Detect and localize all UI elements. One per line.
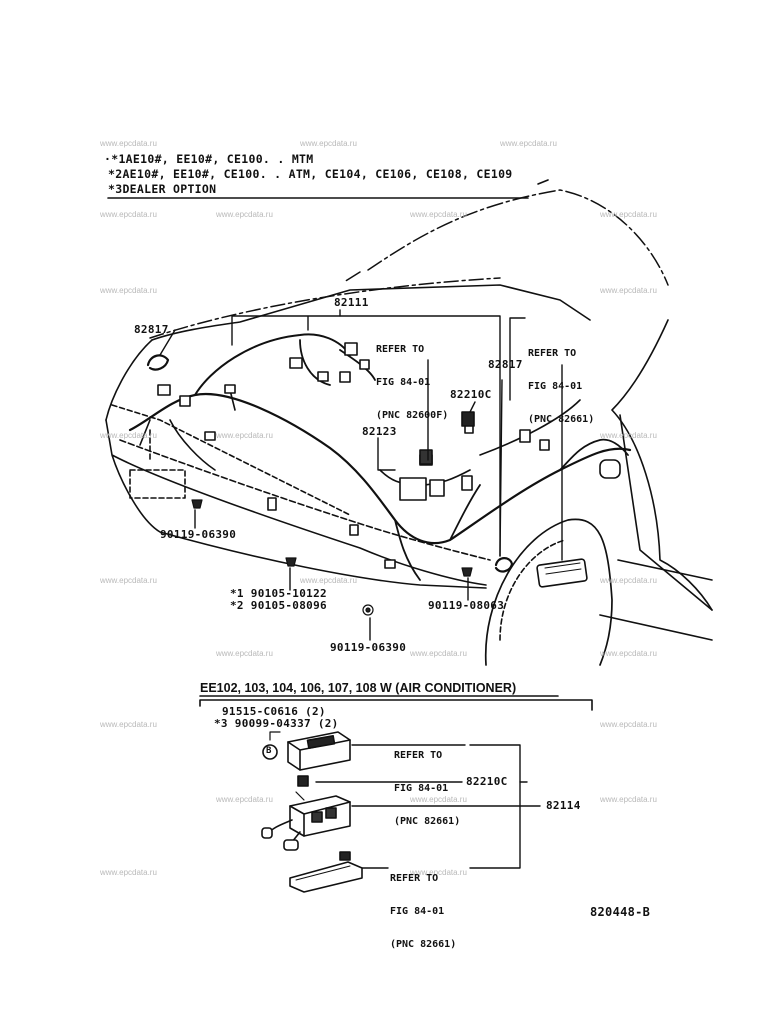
harness-branch-4 [559,438,629,471]
car-body-outline [105,319,713,611]
refer-line: REFER TO [394,750,443,761]
watermark: www.epcdata.ru [600,431,657,440]
sill-line [599,559,713,641]
radiator-support [151,284,591,341]
watermark: www.epcdata.ru [600,286,657,295]
label-82114: 82114 [546,799,581,812]
refer-line: FIG 84-01 [376,377,431,388]
bracket-82123 [419,449,433,465]
watermark: www.epcdata.ru [600,795,657,804]
leaders-lower [315,744,541,869]
refer-note-lower-top: REFER TO FIG 84-01 (PNC 82661) [394,728,460,838]
marker-b: B [266,746,272,756]
header-note-2: *2AE10#, EE10#, CE100. . ATM, CE104, CE1… [108,167,513,181]
refer-line: (PNC 82661) [390,939,457,950]
watermark: www.epcdata.ru [300,139,357,148]
refer-line: (PNC 82661) [394,816,461,827]
refer-note-lower-bottom: REFER TO FIG 84-01 (PNC 82661) [390,851,456,961]
watermark: www.epcdata.ru [600,720,657,729]
watermark: www.epcdata.ru [216,795,273,804]
relay-82210c-upper [461,411,475,427]
lamp-outline [111,404,351,516]
leaders-upper [159,309,563,641]
front-bumper [105,419,487,589]
watermark: www.epcdata.ru [216,649,273,658]
watermark: www.epcdata.ru [410,649,467,658]
label-82123: 82123 [362,425,397,438]
ac-bracket [199,699,593,711]
watermark: www.epcdata.ru [100,286,157,295]
label-bolt-06390-left: 90119-06390 [160,528,237,541]
wheel-arch [484,518,613,666]
hood-front [149,277,501,339]
watermark: www.epcdata.ru [410,795,467,804]
refer-line: FIG 84-01 [390,906,445,917]
label-82817-left: 82817 [134,323,169,336]
marker-b-circle [262,744,278,760]
watermark: www.epcdata.ru [410,868,467,877]
refer-line: FIG 84-01 [394,783,449,794]
label-bolt-08063: 90119-08063 [428,599,505,612]
watermark: www.epcdata.ru [100,720,157,729]
relay-cover-detail [544,562,582,575]
bumper-lower [119,439,491,561]
ac-section-title: EE102, 103, 104, 106, 107, 108 W (AIR CO… [200,681,517,695]
label-82111: 82111 [334,296,369,309]
watermark: www.epcdata.ru [100,210,157,219]
watermark: www.epcdata.ru [300,576,357,585]
watermark: www.epcdata.ru [410,210,467,219]
refer-line: REFER TO [528,348,577,359]
door-line [619,414,713,611]
watermark: www.epcdata.ru [100,431,157,440]
label-82210c-lower: 82210C [466,775,508,788]
header-dash [537,179,549,185]
label-bolt-10122: *1 90105-10122 [230,587,327,600]
label-bolt-08096: *2 90105-08096 [230,599,327,612]
watermark: www.epcdata.ru [600,576,657,585]
clamp-82817-right [494,557,514,573]
watermark: www.epcdata.ru [100,576,157,585]
label-91515: 91515-C0616 (2) [222,705,326,718]
header-note-3: *3DEALER OPTION [108,182,217,196]
label-90099: *3 90099-04337 (2) [214,717,339,730]
grille-opening [129,469,186,499]
refer-line: REFER TO [390,873,439,884]
clamp-82817-left [146,354,170,371]
hood-outline [343,189,669,286]
refer-line: REFER TO [376,344,425,355]
wheel-arch-inner [499,539,566,641]
watermark: www.epcdata.ru [500,139,557,148]
refer-note-right: REFER TO FIG 84-01 (PNC 82661) [528,326,594,436]
watermark: www.epcdata.ru [100,868,157,877]
label-bolt-06390-bottom: 90119-06390 [330,641,407,654]
bolts-upper [191,499,473,616]
refer-note-left: REFER TO FIG 84-01 (PNC 82600F) [376,322,448,432]
ac-parts [261,731,363,893]
watermark: www.epcdata.ru [216,210,273,219]
harness-branch-3 [394,484,481,581]
figure-id: 820448-B [590,905,651,919]
watermark: www.epcdata.ru [216,431,273,440]
header-note-1: ·*1AE10#, EE10#, CE100. . MTM [104,152,314,166]
label-82210c-upper: 82210C [450,388,492,401]
refer-line: (PNC 82661) [528,414,595,425]
refer-line: (PNC 82600F) [376,410,449,421]
watermark: www.epcdata.ru [600,210,657,219]
harness-branch-1 [194,333,351,396]
relay-cover-upper [536,558,588,588]
harness-connectors [157,342,621,569]
watermark: www.epcdata.ru [100,139,157,148]
refer-line: FIG 84-01 [528,381,583,392]
label-82817-right: 82817 [488,358,523,371]
watermark: www.epcdata.ru [600,649,657,658]
